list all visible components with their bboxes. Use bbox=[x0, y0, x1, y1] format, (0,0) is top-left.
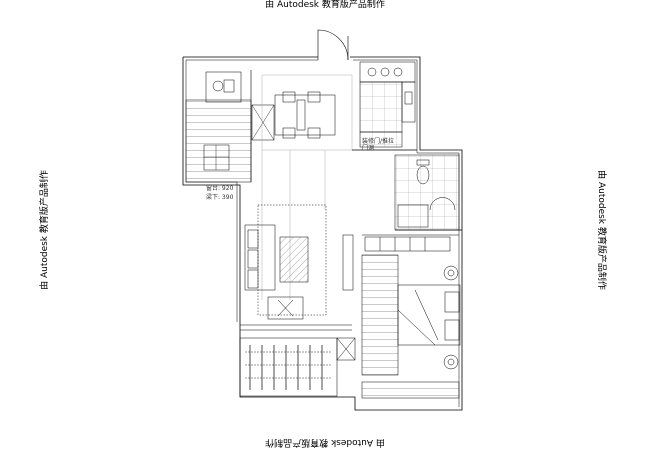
watermark-top: 由 Autodesk 教育版产品制作 bbox=[265, 0, 385, 10]
bedroom bbox=[361, 234, 461, 399]
sofa-icon bbox=[244, 224, 276, 291]
sink-icon bbox=[404, 91, 413, 105]
dining-area bbox=[261, 74, 353, 300]
toilet-icon bbox=[416, 165, 430, 185]
balcony-room bbox=[185, 70, 275, 183]
entry-door-icon bbox=[317, 29, 349, 61]
bed-icon bbox=[397, 284, 461, 346]
outer-wall bbox=[183, 56, 463, 411]
stove-icon bbox=[393, 67, 403, 77]
kitchen-label-2: 门洞 bbox=[362, 144, 374, 152]
plant-icon bbox=[203, 144, 230, 171]
lamp-icon bbox=[443, 265, 459, 281]
lamp-icon bbox=[443, 354, 459, 370]
bathroom bbox=[394, 154, 462, 231]
kitchen-label-1: 装修门/推拉 bbox=[362, 137, 394, 145]
rug-icon bbox=[267, 296, 304, 320]
tv-cabinet-icon bbox=[342, 234, 354, 291]
outer-wall-left bbox=[182, 57, 241, 325]
beam-drop-note: 梁下: 390 bbox=[206, 193, 234, 201]
storage-cabinet bbox=[239, 337, 356, 397]
chair-icon bbox=[212, 80, 224, 92]
kitchen bbox=[352, 61, 417, 151]
coffee-table-icon bbox=[279, 236, 309, 283]
sill-height-note: 窗台: 920 bbox=[206, 184, 234, 192]
living-room bbox=[240, 204, 354, 331]
